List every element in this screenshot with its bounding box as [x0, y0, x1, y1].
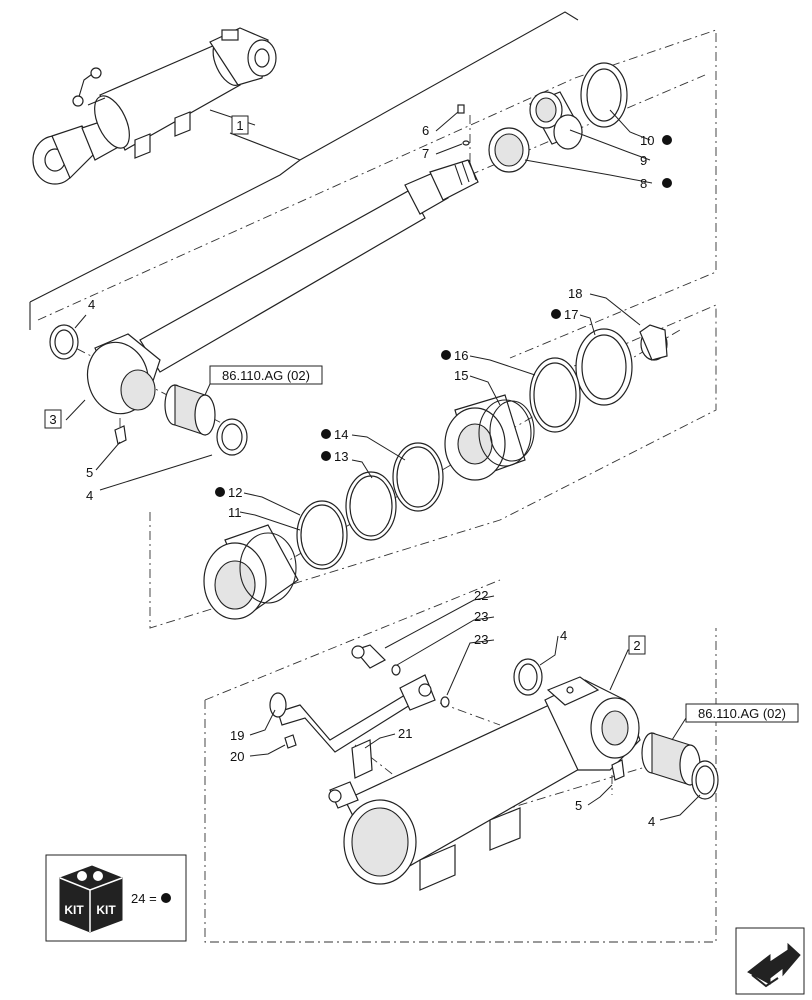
callout-15: 15 — [454, 368, 468, 383]
callout-box-1: 1 — [231, 115, 249, 135]
kit-icon-text-right: KIT — [96, 903, 116, 917]
seal-rings — [49, 62, 668, 620]
callout-box-3: 3 — [44, 409, 62, 429]
callout-6: 6 — [422, 123, 429, 138]
reference-box-barrel[interactable]: 86.110.AG (02) — [685, 703, 799, 723]
callout-17: 17 — [564, 307, 578, 322]
callout-4-top: 4 — [88, 297, 95, 312]
callout-5-top: 5 — [86, 465, 93, 480]
callout-labels: 1 2 3 4 4 4 4 5 5 6 7 8 9 10 11 12 13 14… — [44, 115, 799, 829]
kit-box-icon: KIT KIT — [59, 865, 123, 933]
kit-dot-14 — [321, 429, 331, 439]
kit-dot-8 — [662, 178, 672, 188]
kit-dot-12 — [215, 487, 225, 497]
cylinder-assembly-part — [32, 27, 277, 185]
callout-5-barrel: 5 — [575, 798, 582, 813]
kit-dot-16 — [441, 350, 451, 360]
callout-4-middle: 4 — [86, 488, 93, 503]
callout-22: 22 — [474, 588, 488, 603]
leader-lines — [65, 109, 701, 821]
kit-legend-label: 24 = — [131, 891, 157, 906]
callout-4-right: 4 — [648, 814, 655, 829]
kit-legend-dot — [161, 893, 171, 903]
kit-legend: KIT KIT 24 = — [45, 854, 187, 942]
callout-4-barrel: 4 — [560, 628, 567, 643]
kit-icon-text-left: KIT — [64, 903, 84, 917]
callout-19: 19 — [230, 728, 244, 743]
callout-7: 7 — [422, 146, 429, 161]
arrow-next-icon[interactable] — [735, 927, 805, 995]
kit-dot-10 — [662, 135, 672, 145]
callout-20: 20 — [230, 749, 244, 764]
reference-label-rod: 86.110.AG (02) — [222, 368, 310, 383]
callout-1-label: 1 — [236, 118, 243, 133]
callout-23-top: 23 — [474, 609, 488, 624]
rod-part — [86, 159, 479, 436]
callout-11: 11 — [228, 505, 242, 520]
callout-9: 9 — [640, 153, 647, 168]
callout-18: 18 — [568, 286, 582, 301]
barrel-part — [328, 658, 719, 891]
kit-dot-13 — [321, 451, 331, 461]
callout-box-2: 2 — [628, 635, 646, 655]
callout-3-label: 3 — [49, 412, 56, 427]
callout-2-label: 2 — [633, 638, 640, 653]
callout-12: 12 — [228, 485, 242, 500]
callout-21: 21 — [398, 726, 412, 741]
reference-box-rod[interactable]: 86.110.AG (02) — [209, 365, 323, 385]
callout-13: 13 — [334, 449, 348, 464]
callout-14: 14 — [334, 427, 348, 442]
assembly-bracket-lines — [29, 11, 579, 330]
callout-23-bottom: 23 — [474, 632, 488, 647]
reference-label-barrel: 86.110.AG (02) — [698, 706, 786, 721]
callout-16: 16 — [454, 348, 468, 363]
kit-dot-17 — [551, 309, 561, 319]
callout-8: 8 — [640, 176, 647, 191]
callout-10: 10 — [640, 133, 654, 148]
pipe-fittings — [269, 644, 450, 779]
